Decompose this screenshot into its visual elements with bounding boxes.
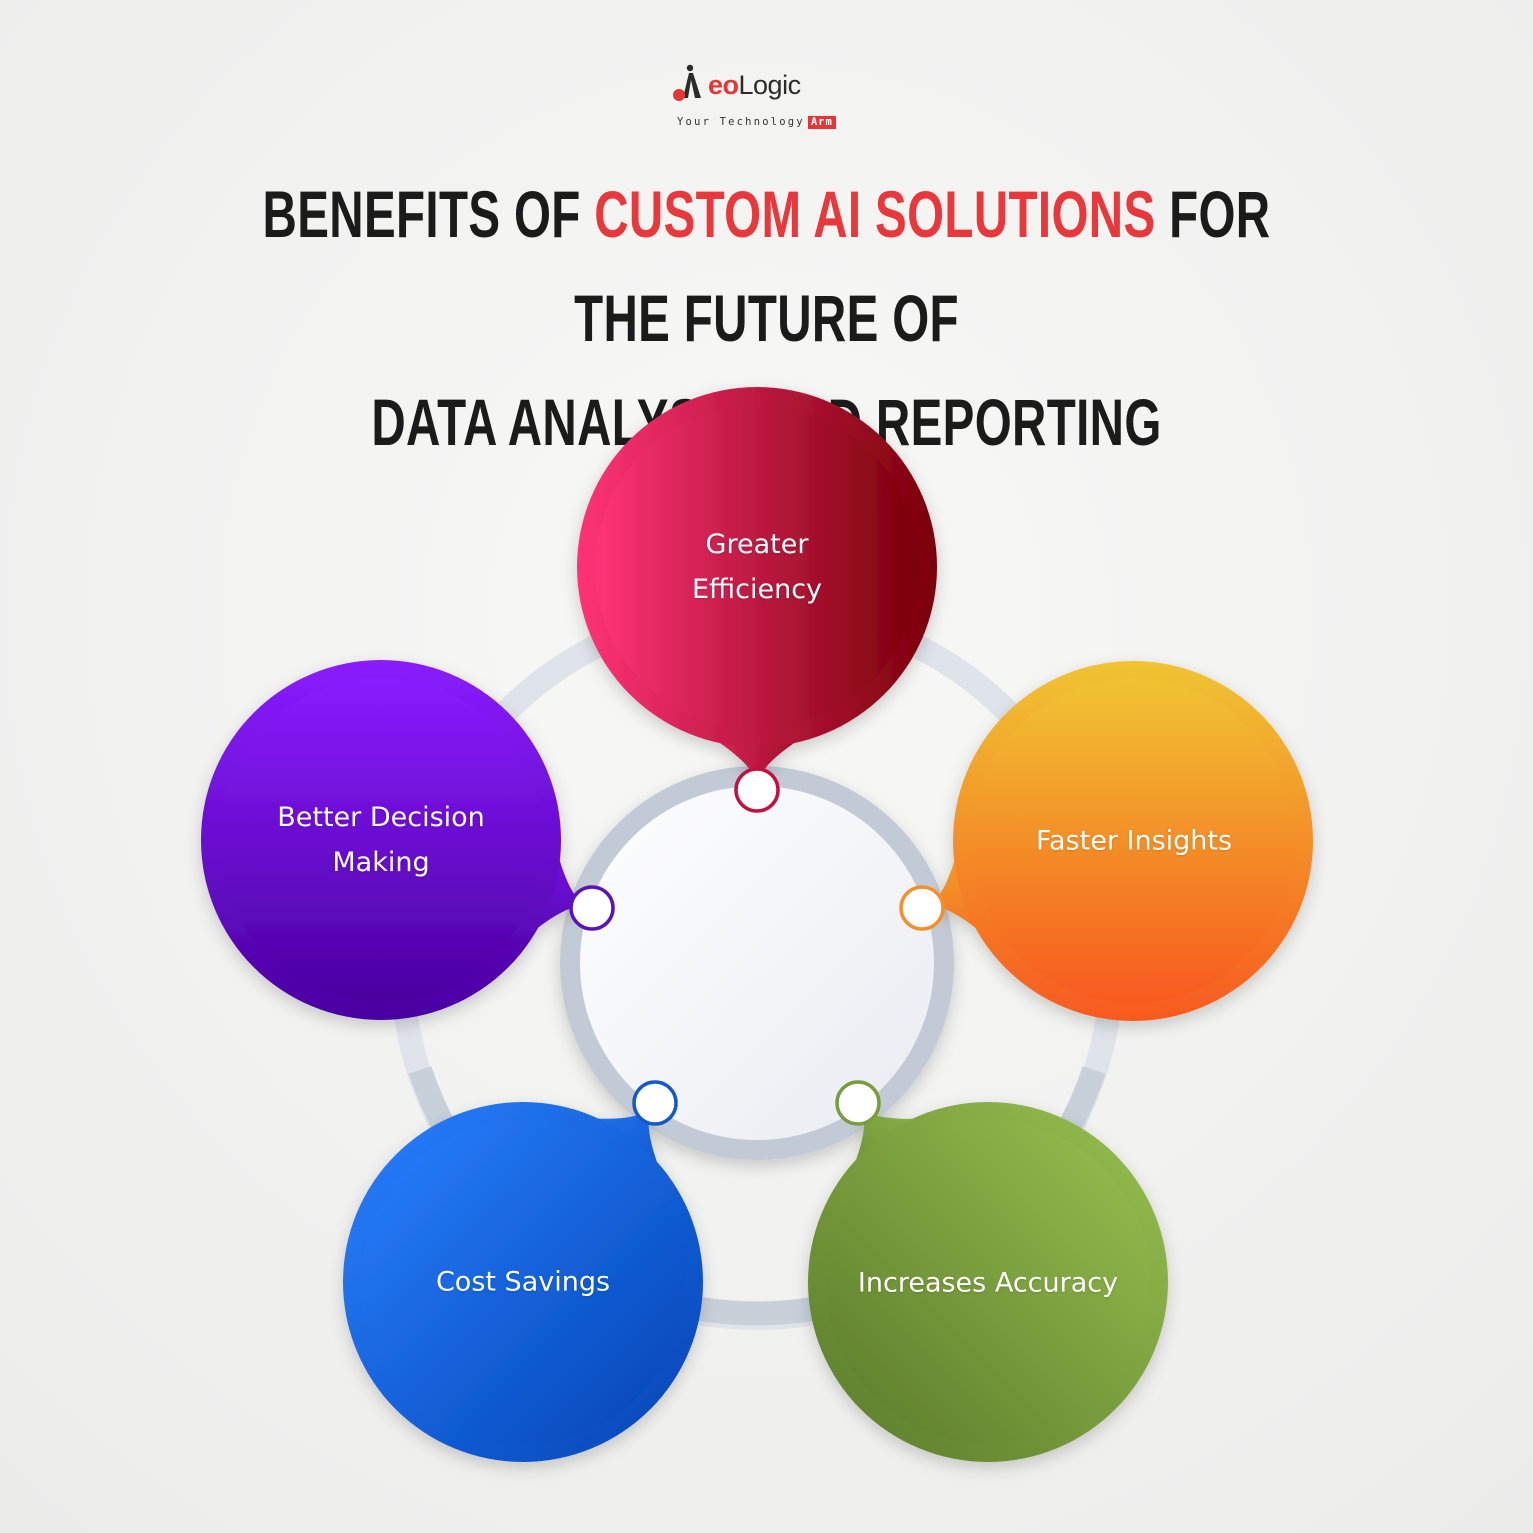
benefit-label-increases-accuracy: Increases Accuracy bbox=[828, 1261, 1148, 1306]
logo-tagline-text: Your Technology bbox=[677, 116, 805, 128]
benefit-label-line: Better Decision bbox=[277, 802, 485, 833]
benefit-bubble-faster-insights bbox=[929, 661, 1313, 1021]
bubble-inner bbox=[826, 1120, 1150, 1444]
benefit-bubble-increases-accuracy bbox=[808, 1102, 1168, 1462]
page-title: Benefits of Custom AI Solutions for the … bbox=[243, 162, 1289, 474]
benefit-label-line: Efficiency bbox=[691, 574, 823, 605]
benefit-label-better-decision-making: Better Decision Making bbox=[236, 795, 526, 885]
logo-wordmark: eoLogic bbox=[708, 70, 801, 100]
connector-node-better-decision-making bbox=[569, 885, 615, 931]
bubble-inner bbox=[595, 405, 919, 729]
benefit-label-line: Faster Insights bbox=[1035, 825, 1233, 857]
benefit-label-line: Increases Accuracy bbox=[857, 1267, 1119, 1299]
connector-node-cost-savings bbox=[632, 1080, 678, 1126]
connector-node-faster-insights bbox=[899, 885, 945, 931]
hub-circle bbox=[560, 766, 954, 1160]
benefit-label-faster-insights: Faster Insights bbox=[984, 819, 1284, 864]
benefit-label-line: Making bbox=[332, 847, 430, 878]
benefit-label-line: Cost Savings bbox=[435, 1266, 611, 1298]
benefit-bubble-greater-efficiency bbox=[577, 387, 937, 782]
connector-node-greater-efficiency bbox=[734, 767, 780, 813]
title-accent: Custom AI Solutions bbox=[594, 177, 1156, 251]
bubble-inner bbox=[971, 679, 1295, 1003]
benefit-label-cost-savings: Cost Savings bbox=[373, 1260, 673, 1305]
title-part-1: Benefits of bbox=[262, 177, 581, 251]
bubble-inner bbox=[361, 1120, 685, 1444]
bubble-inner bbox=[219, 678, 543, 1002]
benefit-bubble-cost-savings bbox=[343, 1102, 703, 1462]
title-part-2: for the Future of bbox=[574, 177, 1271, 355]
benefit-label-line: Greater bbox=[705, 529, 809, 560]
logo-word-dark: Logic bbox=[738, 70, 802, 100]
benefit-label-greater-efficiency: Greater Efficiency bbox=[627, 522, 887, 612]
benefit-bubble-better-decision-making bbox=[201, 660, 585, 1020]
logo-word-red: eo bbox=[708, 70, 739, 100]
logo-tagline-box: Arm bbox=[807, 116, 836, 129]
connector-node-increases-accuracy bbox=[835, 1080, 881, 1126]
logo-mark-icon bbox=[673, 64, 701, 101]
